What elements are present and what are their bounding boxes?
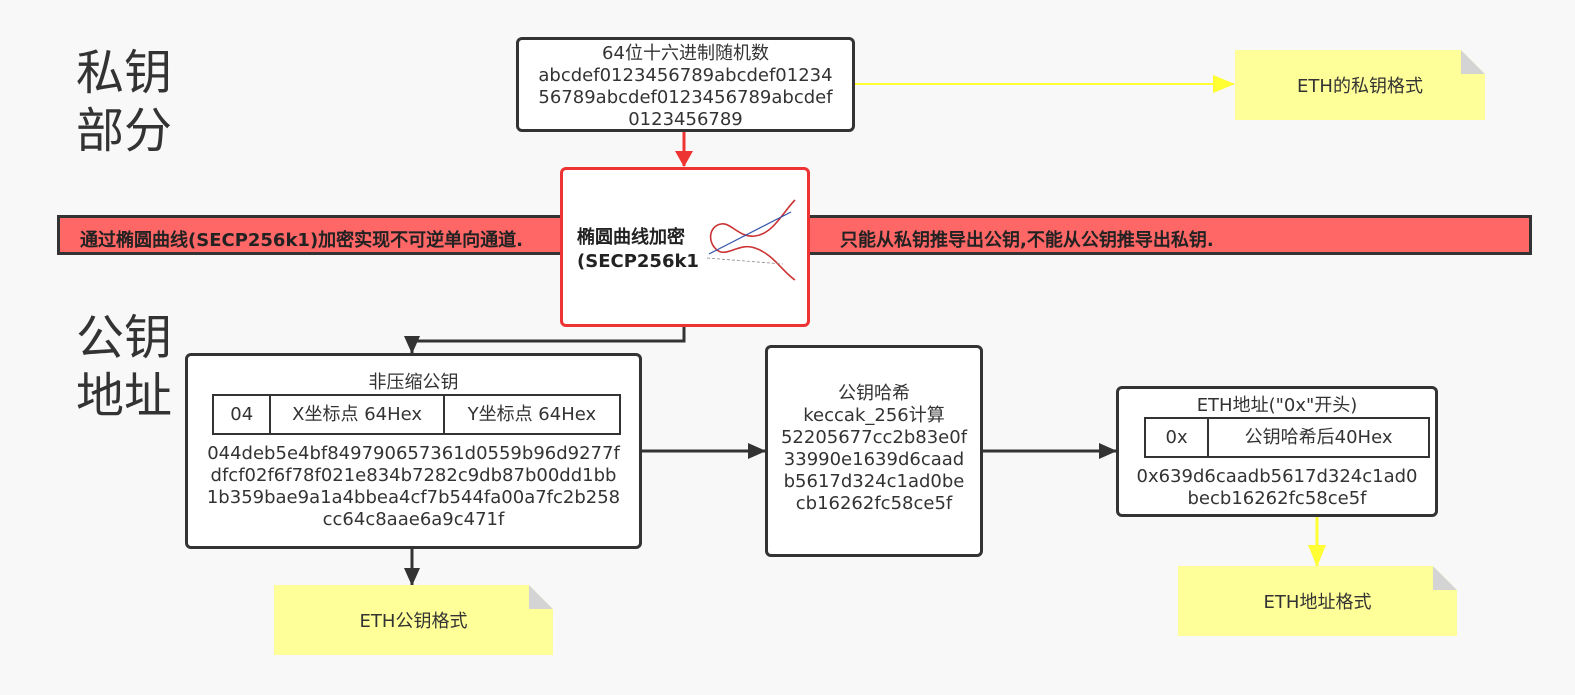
curve-upper	[709, 199, 796, 251]
hash-title: 公钥哈希	[838, 383, 910, 404]
hash-hex-line2: 33990e1639d6caad	[783, 449, 965, 470]
curve-lower	[716, 245, 796, 281]
axis-line	[706, 257, 784, 265]
public-key-hash-box: 公钥哈希 keccak_256计算 52205677cc2b83e0f 3399…	[765, 345, 983, 557]
address-hex: 0x639d6caadb5617d324c1ad0 becb16262fc58c…	[1119, 466, 1435, 510]
ecc-box: 椭圆曲线加密 (SECP256k1	[560, 167, 810, 327]
address-format-label: ETH地址格式	[1263, 592, 1372, 613]
ecc-title-line1: 椭圆曲线加密	[577, 227, 685, 248]
address-hex-line1: 0x639d6caadb5617d324c1ad0	[1136, 466, 1418, 487]
address-hash-cell: 公钥哈希后40Hex	[1244, 426, 1393, 448]
private-key-hex-line3: 0123456789	[628, 109, 743, 130]
address-format-note: ETH地址格式	[1178, 566, 1457, 636]
ecc-title: 椭圆曲线加密 (SECP256k1	[577, 226, 699, 274]
address-hex-line2: becb16262fc58ce5f	[1187, 488, 1367, 509]
band-left-text: 通过椭圆曲线(SECP256k1)加密实现不可逆单向通道.	[80, 230, 524, 251]
ecc-title-line2: (SECP256k1	[577, 251, 699, 272]
private-key-box: 64位十六进制随机数 abcdef0123456789abcdef01234 5…	[516, 37, 855, 132]
public-key-x-cell: X坐标点 64Hex	[271, 396, 445, 433]
public-key-prefix-cell: 04	[214, 396, 272, 433]
private-section-label: 私钥 部分	[76, 44, 172, 160]
public-key-title: 非压缩公钥	[368, 372, 459, 393]
address-title: ETH地址("0x"开头)	[1196, 395, 1358, 416]
private-key-hex-line2: 56789abcdef0123456789abcdef	[538, 87, 833, 108]
band-right-text: 只能从私钥推导出公钥,不能从公钥推导出私钥.	[840, 230, 1214, 251]
address-prefix-cell: 0x	[1146, 419, 1210, 456]
private-key-format-note: ETH的私钥格式	[1235, 50, 1485, 120]
arrow-ecc-to-public	[404, 327, 686, 354]
public-key-y-cell: Y坐标点 64Hex	[467, 403, 597, 425]
elliptic-curve-image	[706, 199, 796, 281]
public-key-format-table: 04 X坐标点 64Hex Y坐标点 64Hex	[212, 394, 621, 435]
public-key-hex-line2: dfcf02f6f78f021e834b7282c9db87b00dd1bb	[210, 465, 617, 486]
hash-method: keccak_256计算	[803, 405, 945, 426]
public-section-label-line1: 公钥	[76, 310, 173, 366]
eth-address-box: ETH地址("0x"开头) 0x 公钥哈希后40Hex 0x639d6caadb…	[1116, 386, 1438, 517]
public-section-label: 公钥 地址	[76, 309, 172, 425]
public-key-box: 非压缩公钥 04 X坐标点 64Hex Y坐标点 64Hex 044deb5e4…	[185, 353, 642, 549]
public-key-hex-line1: 044deb5e4bf849790657361d0559b96d9277f	[207, 443, 620, 464]
hash-hex-line3: b5617d324c1ad0be	[783, 471, 965, 492]
public-section-label-line2: 地址	[76, 368, 173, 424]
public-key-hex: 044deb5e4bf849790657361d0559b96d9277f df…	[188, 443, 639, 531]
private-key-title: 64位十六进制随机数	[602, 43, 769, 64]
public-key-hex-line3: 1b359bae9a1a4bbea4cf7b544fa00a7fc2b258	[206, 487, 621, 508]
private-key-hex-line1: abcdef0123456789abcdef01234	[538, 65, 833, 86]
secant-line	[708, 211, 792, 255]
private-key-format-label: ETH的私钥格式	[1297, 76, 1423, 97]
address-format-table: 0x 公钥哈希后40Hex	[1144, 417, 1430, 458]
public-key-format-note: ETH公钥格式	[274, 585, 553, 655]
private-section-label-line1: 私钥	[76, 45, 173, 101]
hash-hex-line1: 52205677cc2b83e0f	[780, 427, 968, 448]
hash-hex-line4: cb16262fc58ce5f	[795, 493, 953, 514]
public-key-hex-line4: cc64c8aae6a9c471f	[322, 509, 505, 530]
public-key-format-label: ETH公钥格式	[359, 611, 468, 632]
private-section-label-line2: 部分	[76, 103, 173, 159]
